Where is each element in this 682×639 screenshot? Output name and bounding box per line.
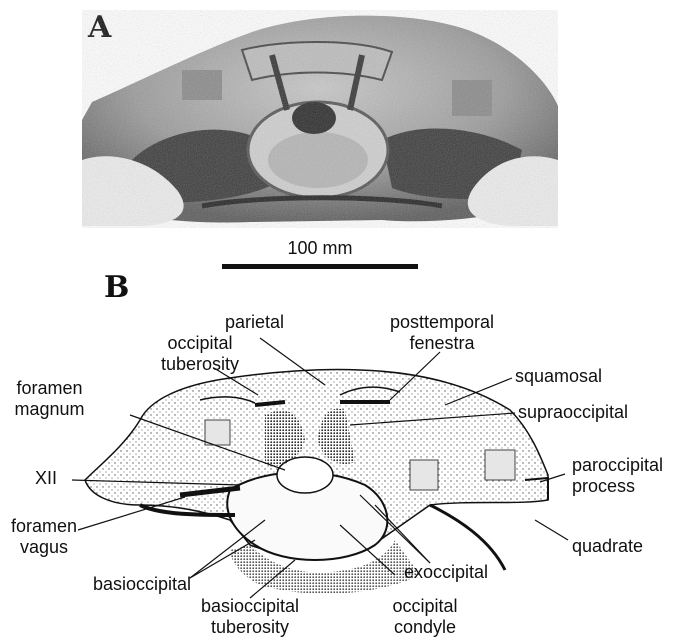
skull-photograph (82, 10, 558, 228)
label-foramen-vagus: foramen vagus (2, 516, 86, 558)
scale-bar-label: 100 mm (222, 238, 418, 259)
label-parietal: parietal (225, 312, 284, 333)
label-squamosal: squamosal (515, 366, 602, 387)
label-occipital-condyle: occipital condyle (370, 596, 480, 638)
label-xii: XII (35, 468, 57, 489)
label-exoccipital: exoccipital (404, 562, 488, 583)
skull-outline (85, 369, 548, 593)
label-foramen-magnum: foramen magnum (2, 378, 97, 420)
label-paroccipital-process: paroccipital process (572, 455, 663, 497)
label-supraoccipital: supraoccipital (518, 402, 628, 423)
label-basioccipital: basioccipital (93, 574, 191, 595)
photo-background (82, 10, 558, 228)
label-posttemporal-fenestra: posttemporal fenestra (380, 312, 504, 354)
leader-quadrate (535, 520, 568, 540)
label-quadrate: quadrate (572, 536, 643, 557)
scale-bar (222, 264, 418, 269)
label-basioccipital-tuberosity: basioccipital tuberosity (180, 596, 320, 638)
label-occipital-tuberosity: occipital tuberosity (140, 333, 260, 375)
